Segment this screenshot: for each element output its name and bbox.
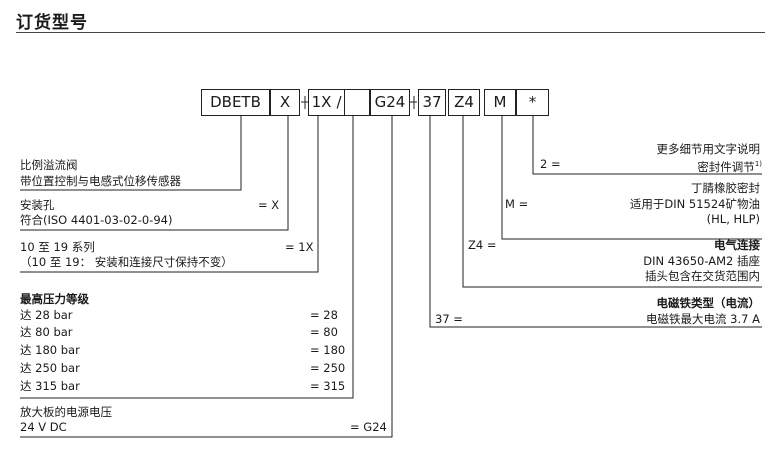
code-box-z4: Z4 <box>448 89 480 116</box>
code-box-star: * <box>516 89 549 116</box>
more-details-line1: 更多细节用文字说明 <box>656 142 761 156</box>
series-desc-line2: （10 至 19： 安装和连接尺寸保持不变） <box>20 255 233 269</box>
pressure-code: = 315 <box>310 379 346 393</box>
more-details-code: 2 = <box>540 157 561 171</box>
series-desc-line1: 10 至 19 系列 <box>20 240 95 254</box>
mount-code: = X <box>258 198 280 212</box>
connector-x <box>20 116 289 231</box>
pressure-code: = 80 <box>310 325 338 339</box>
code-box-x: X <box>270 89 300 116</box>
solenoid-desc-line1: 电磁铁最大电流 3.7 A <box>646 312 760 326</box>
valve-desc-line2: 带位置控制与电感式位移传感器 <box>20 174 181 188</box>
solenoid-code: 37 = <box>435 312 463 326</box>
more-details-line2: 密封件调节1) <box>697 157 762 174</box>
seal-desc-line3: (HL, HLP) <box>706 212 760 226</box>
power-desc-line2: 24 V DC <box>20 420 67 434</box>
seal-desc-line1: 丁腈橡胶密封 <box>691 181 760 195</box>
elec-desc-line1: DIN 43650-AM2 插座 <box>643 254 760 268</box>
connector-m <box>501 116 762 240</box>
pressure-label: 达 180 bar <box>20 343 80 357</box>
pressure-code: = 180 <box>310 343 346 357</box>
pressure-label: 达 28 bar <box>20 308 73 322</box>
connector-g24 <box>20 116 393 438</box>
pressure-code: = 28 <box>310 308 338 322</box>
connector-star <box>532 116 762 175</box>
series-code: = 1X <box>285 240 314 254</box>
power-desc-line1: 放大板的电源电压 <box>20 405 112 419</box>
title-divider <box>16 32 765 33</box>
solenoid-heading: 电磁铁类型（电流） <box>656 296 761 310</box>
pressure-label: 达 80 bar <box>20 325 73 339</box>
valve-desc-line1: 比例溢流阀 <box>20 158 78 172</box>
seal-desc-line2: 适用于DIN 51524矿物油 <box>629 197 760 211</box>
pressure-heading: 最高压力等级 <box>20 292 89 306</box>
pressure-label: 达 250 bar <box>20 361 80 375</box>
elec-code: Z4 = <box>468 238 497 252</box>
elec-heading: 电气连接 <box>714 238 760 252</box>
connector-1x <box>20 116 319 273</box>
code-box-37: 37 <box>418 89 446 116</box>
connector-z4 <box>462 116 762 288</box>
mount-desc-line2: 符合(ISO 4401-03-02-0-94) <box>20 213 173 227</box>
code-box-dbetb: DBETB <box>201 89 270 116</box>
power-code: = G24 <box>350 420 387 434</box>
mount-desc-line1: 安装孔 <box>20 198 55 212</box>
code-box-slash: / <box>334 89 344 116</box>
pressure-label: 达 315 bar <box>20 379 80 393</box>
more-details-text: 密封件调节 <box>697 160 755 174</box>
code-box-g24: G24 <box>370 89 410 116</box>
seal-code: M = <box>505 197 529 211</box>
page-title: 订货型号 <box>16 13 88 33</box>
code-box-pressure <box>344 89 370 116</box>
code-box-1x: 1X <box>308 89 334 116</box>
elec-desc-line2: 插头包含在交货范围内 <box>645 269 760 283</box>
footnote-marker: 1) <box>754 160 762 168</box>
connector-dbetb <box>20 116 242 191</box>
connector-pressure <box>20 116 354 399</box>
code-box-m: M <box>484 89 516 116</box>
connector-37 <box>429 116 762 328</box>
pressure-code: = 250 <box>310 361 346 375</box>
